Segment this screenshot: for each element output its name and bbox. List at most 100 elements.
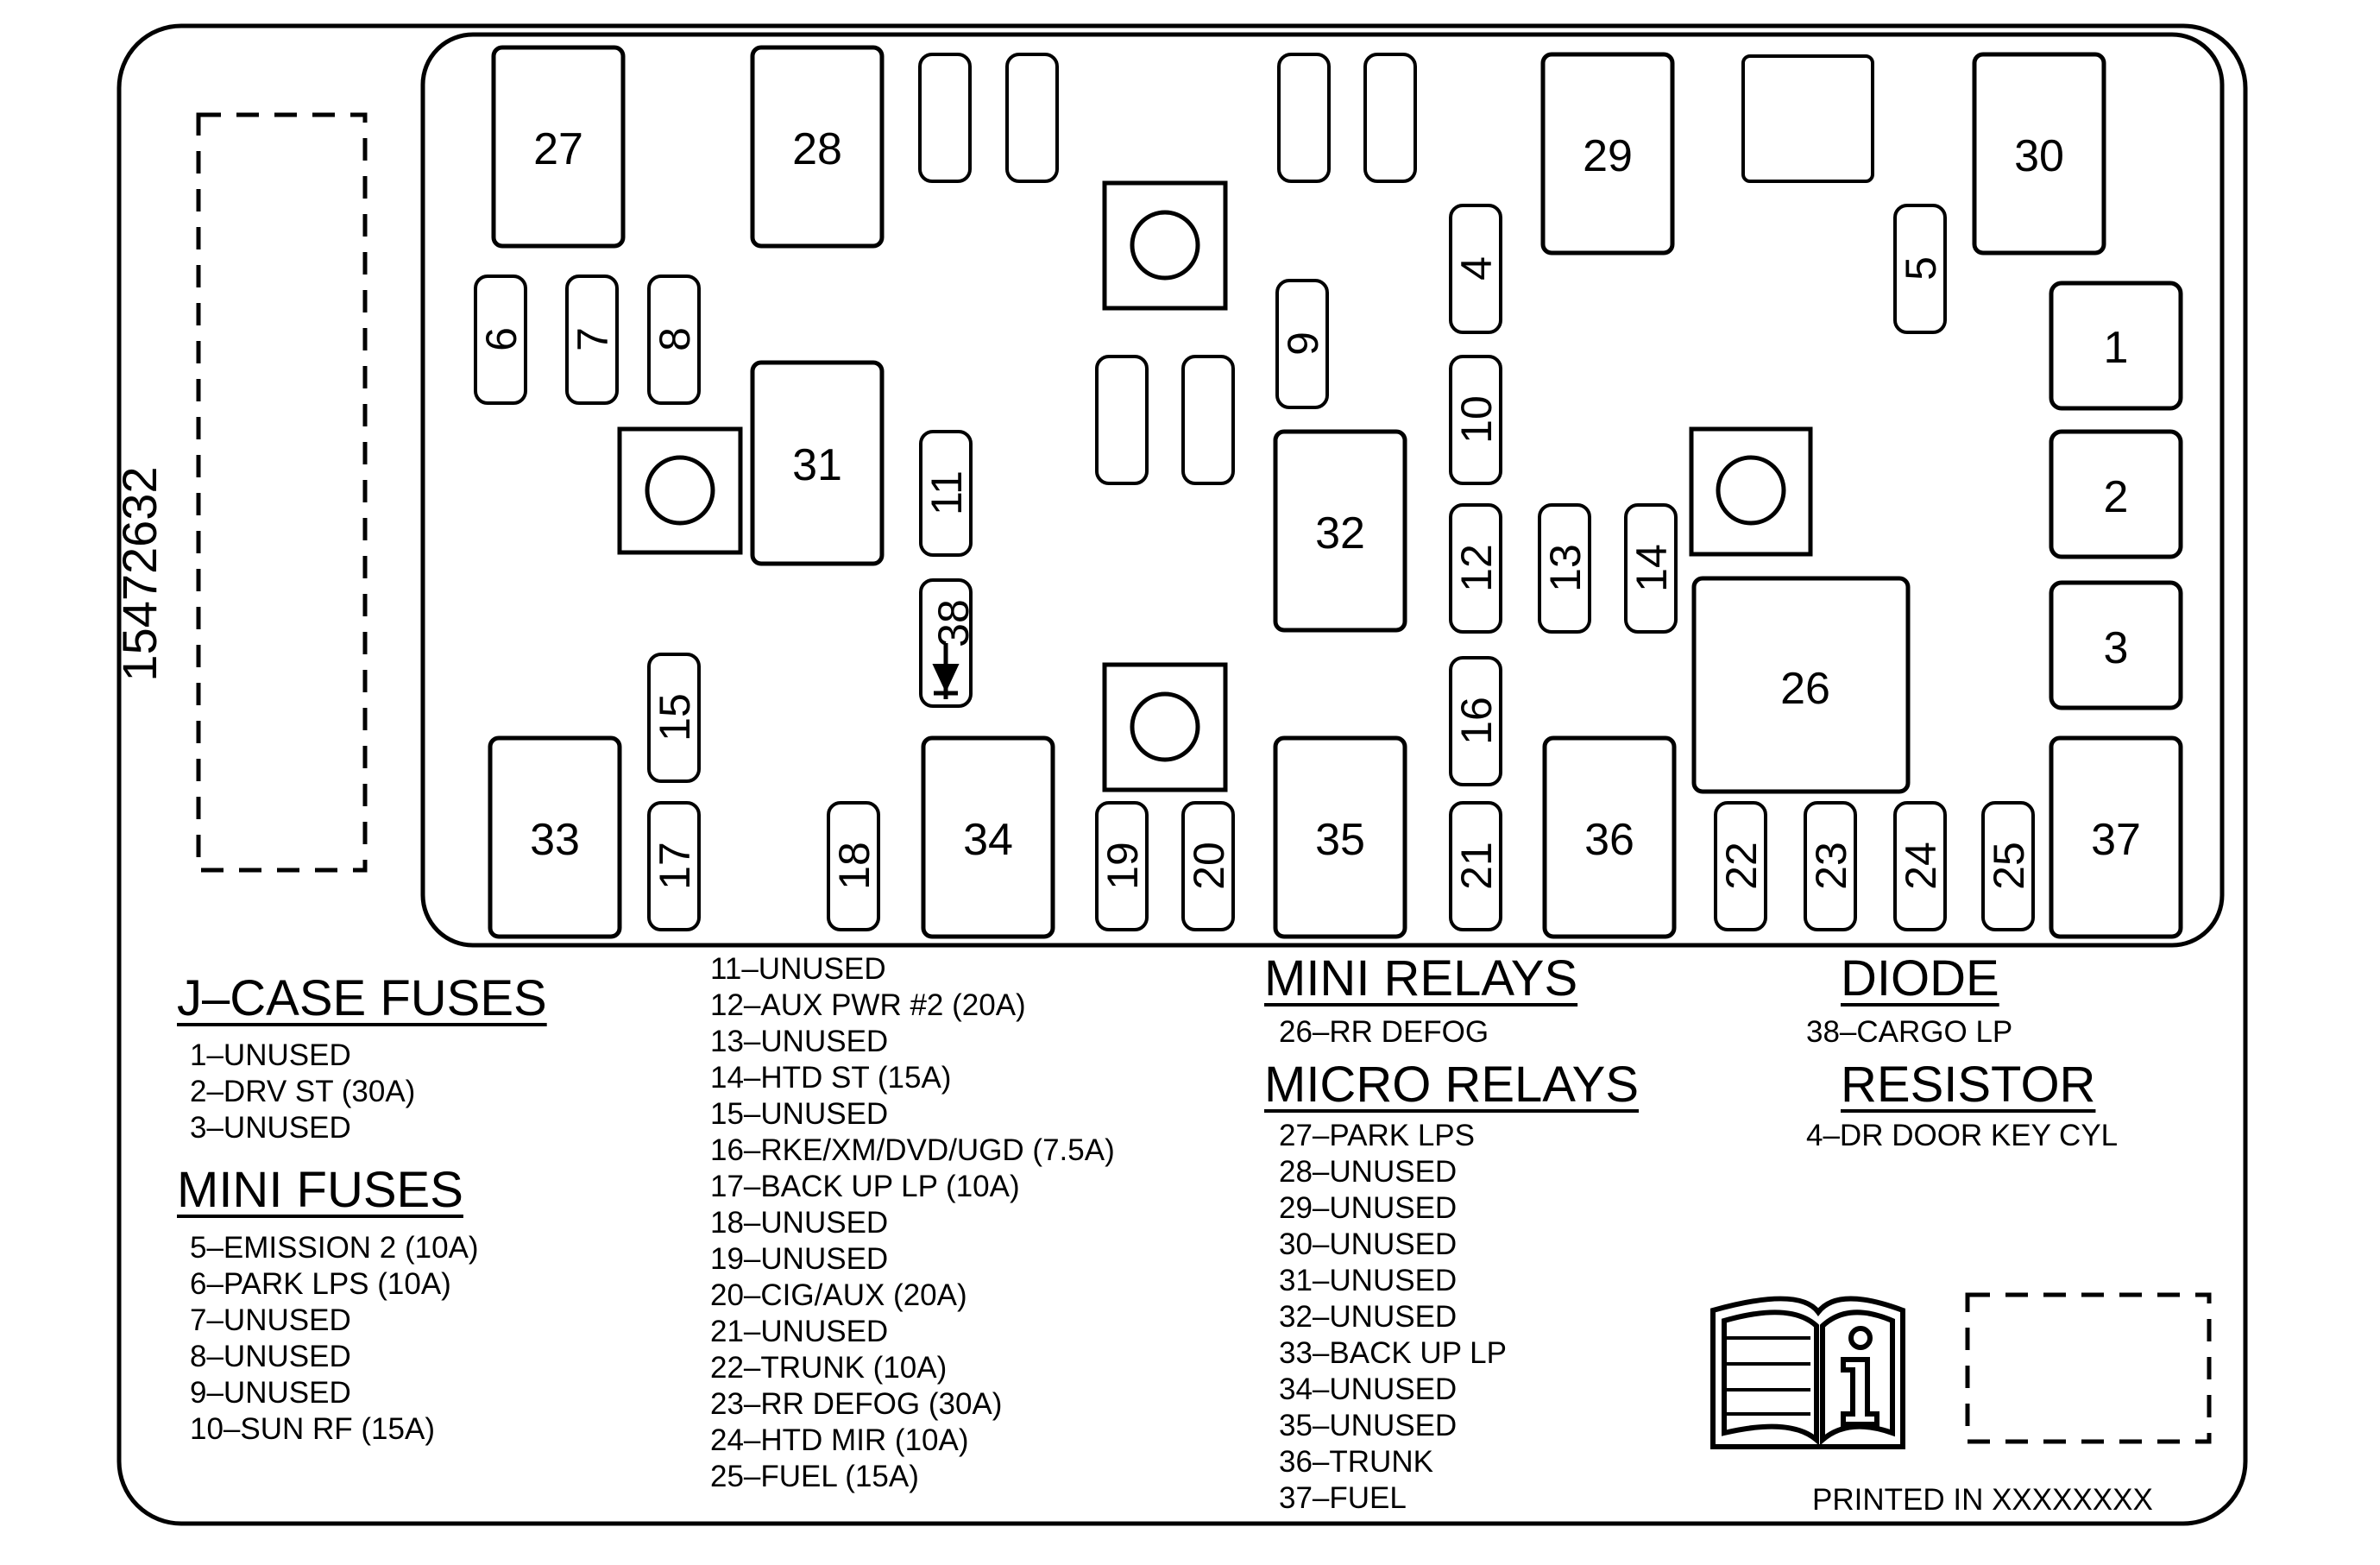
svg-text:31: 31	[792, 440, 842, 490]
legend-item: 23–RR DEFOG (30A)	[710, 1387, 1003, 1421]
fuse-slot-7: 7	[565, 275, 619, 405]
printed-in-label: PRINTED IN XXXXXXXX	[1812, 1483, 2153, 1517]
legend-item: 27–PARK LPS	[1279, 1119, 1475, 1152]
dashed-print-area	[1965, 1292, 2212, 1444]
legend-item: 35–UNUSED	[1279, 1409, 1458, 1442]
svg-text:34: 34	[963, 815, 1013, 865]
legend-item: 16–RKE/XM/DVD/UGD (7.5A)	[710, 1133, 1115, 1167]
svg-text:15: 15	[651, 693, 699, 741]
relay-slot-31: 31	[750, 360, 885, 566]
dashed-label-area	[196, 112, 368, 873]
jcase-slot-3: 3	[2049, 580, 2183, 710]
svg-text:13: 13	[1541, 544, 1590, 592]
svg-text:7: 7	[569, 327, 617, 351]
relay-slot-32: 32	[1273, 429, 1407, 633]
relay-slot-34: 34	[921, 735, 1055, 939]
manual-info-icon	[1710, 1296, 1905, 1449]
fuse-slot-8: 8	[647, 275, 701, 405]
svg-text:5: 5	[1897, 256, 1945, 281]
legend-diode-title: DIODE	[1841, 950, 1999, 1007]
svg-text:14: 14	[1628, 544, 1676, 592]
fuse-block-outline	[420, 32, 2225, 948]
svg-text:20: 20	[1185, 842, 1233, 890]
legend-item: 6–PARK LPS (10A)	[190, 1267, 451, 1301]
fuse-slot-23: 23	[1804, 801, 1857, 931]
diode-slot-38: 38	[919, 578, 978, 708]
legend-item: 11–UNUSED	[710, 952, 886, 986]
fuse-slot-22: 22	[1714, 801, 1767, 931]
legend-item: 36–TRUNK	[1279, 1445, 1433, 1479]
spare-relay-socket	[1741, 54, 1874, 183]
svg-text:33: 33	[530, 815, 580, 865]
relay-slot-29: 29	[1540, 52, 1675, 256]
relay-slot-36: 36	[1542, 735, 1677, 939]
legend-item: 22–TRUNK (10A)	[710, 1351, 948, 1385]
svg-text:27: 27	[533, 124, 583, 174]
legend-item: 13–UNUSED	[710, 1025, 889, 1058]
legend-item: 9–UNUSED	[190, 1376, 351, 1410]
legend-item: 10–SUN RF (15A)	[190, 1412, 435, 1446]
svg-text:23: 23	[1807, 842, 1855, 890]
legend-micro-relays-title: MICRO RELAYS	[1264, 1057, 1640, 1113]
fuse-slot-6: 6	[474, 275, 527, 405]
svg-text:38: 38	[929, 599, 978, 647]
relay-slot-37: 37	[2049, 735, 2183, 939]
mounting-bolt	[1689, 426, 1813, 557]
legend-item: 14–HTD ST (15A)	[710, 1061, 952, 1095]
svg-text:26: 26	[1780, 664, 1830, 714]
fuse-slot-12: 12	[1449, 503, 1502, 634]
legend-item: 20–CIG/AUX (20A)	[710, 1278, 967, 1312]
fuse-slot-24: 24	[1893, 801, 1947, 931]
fuse-slot-10: 10	[1449, 355, 1502, 485]
svg-text:9: 9	[1279, 331, 1327, 356]
svg-text:3: 3	[2104, 623, 2129, 673]
spare-socket	[1363, 53, 1417, 183]
svg-text:19: 19	[1099, 842, 1147, 890]
legend-item: 29–UNUSED	[1279, 1191, 1458, 1225]
legend-resistor-title: RESISTOR	[1841, 1057, 2096, 1113]
fuse-slot-11: 11	[919, 430, 973, 557]
legend-item: 7–UNUSED	[190, 1303, 351, 1337]
fuse-slot-20: 20	[1181, 801, 1235, 931]
legend-item: 33–BACK UP LP	[1279, 1336, 1507, 1370]
mounting-bolt	[617, 426, 743, 555]
part-number: 15472632	[112, 466, 167, 682]
svg-text:28: 28	[792, 124, 842, 174]
spare-socket	[918, 53, 972, 183]
legend-jcase-title: J–CASE FUSES	[177, 970, 547, 1026]
legend-item: 17–BACK UP LP (10A)	[710, 1170, 1020, 1203]
fuse-slot-18: 18	[827, 801, 880, 931]
relay-slot-35: 35	[1273, 735, 1407, 939]
svg-text:8: 8	[651, 327, 699, 351]
svg-text:25: 25	[1985, 842, 2033, 890]
svg-text:22: 22	[1717, 842, 1766, 890]
svg-text:6: 6	[477, 327, 526, 351]
relay-slot-27: 27	[491, 45, 626, 249]
legend-item: 34–UNUSED	[1279, 1373, 1458, 1406]
svg-text:32: 32	[1315, 508, 1365, 558]
fuse-slot-16: 16	[1449, 656, 1502, 786]
svg-text:29: 29	[1583, 131, 1633, 181]
mounting-bolt	[1102, 180, 1228, 311]
svg-text:10: 10	[1452, 395, 1501, 444]
fuse-slot-25: 25	[1981, 801, 2035, 931]
fuse-slot-5: 5	[1893, 204, 1947, 334]
legend-mini-fuses-title: MINI FUSES	[177, 1162, 463, 1218]
fuse-slot-4: 4	[1449, 204, 1502, 334]
fuse-slot-21: 21	[1449, 801, 1502, 931]
legend-item: 2–DRV ST (30A)	[190, 1075, 416, 1108]
legend-item: 4–DR DOOR KEY CYL	[1806, 1119, 2119, 1152]
legend-item: 26–RR DEFOG	[1279, 1015, 1489, 1049]
fuse-slot-13: 13	[1538, 503, 1591, 634]
svg-text:12: 12	[1452, 544, 1501, 592]
jcase-slot-2: 2	[2049, 429, 2183, 559]
legend-item: 21–UNUSED	[710, 1315, 889, 1348]
svg-text:35: 35	[1315, 815, 1365, 865]
relay-slot-28: 28	[750, 45, 885, 249]
legend-item: 8–UNUSED	[190, 1340, 351, 1373]
relay-slot-30: 30	[1972, 52, 2106, 256]
outer-card-border	[116, 23, 2248, 1526]
spare-socket	[1181, 355, 1235, 485]
legend-item: 1–UNUSED	[190, 1038, 351, 1072]
